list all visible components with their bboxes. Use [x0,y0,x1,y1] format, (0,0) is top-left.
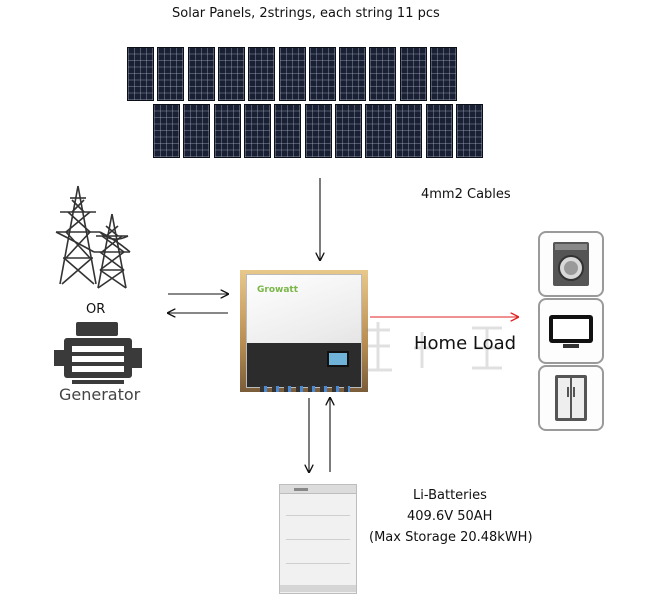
inverter-body: Growatt [246,274,362,388]
solar-panel-icon [278,47,306,101]
battery-label-1: Li-Batteries [413,488,487,503]
solar-panel-icon [339,47,367,101]
battery-stack [279,484,357,594]
inverter-brand-label: Growatt [257,285,299,295]
solar-panel-icon [217,47,245,101]
solar-panels-label: Solar Panels, 2strings, each string 11 p… [172,6,440,21]
home-load-label: Home Load [414,333,517,354]
inverter-display [327,351,349,367]
or-label: OR [86,302,106,317]
solar-panel-icon [183,104,211,158]
generator-label: Generator [59,385,141,404]
solar-panel-icon [127,47,154,101]
solar-panel-icon [153,104,180,158]
washing-machine-icon [538,231,604,297]
solar-panel-icon [274,104,302,158]
tv-icon [538,298,604,364]
solar-panel-icon [456,104,483,158]
solar-panel-icon [248,47,276,101]
battery-label-2: 409.6V 50AH [407,509,493,524]
solar-panel-icon [304,104,332,158]
refrigerator-icon [538,365,604,431]
solar-panel-icon [334,104,362,158]
solar-panel-icon [369,47,397,101]
inverter: Growatt [240,270,368,392]
solar-panel-icon [395,104,423,158]
battery-label-3: (Max Storage 20.48kWH) [369,530,533,545]
solar-panel-icon [365,104,393,158]
solar-panel-icon [213,104,241,158]
solar-panel-icon [157,47,185,101]
inverter-bottom-panel [247,343,361,387]
solar-panel-icon [425,104,453,158]
solar-panel-icon [430,47,457,101]
inverter-connectors [260,386,350,392]
solar-panel-icon [187,47,215,101]
solar-panel-icon [399,47,427,101]
cables-label: 4mm2 Cables [421,187,511,202]
solar-panel-icon [243,104,271,158]
solar-panel-icon [308,47,336,101]
